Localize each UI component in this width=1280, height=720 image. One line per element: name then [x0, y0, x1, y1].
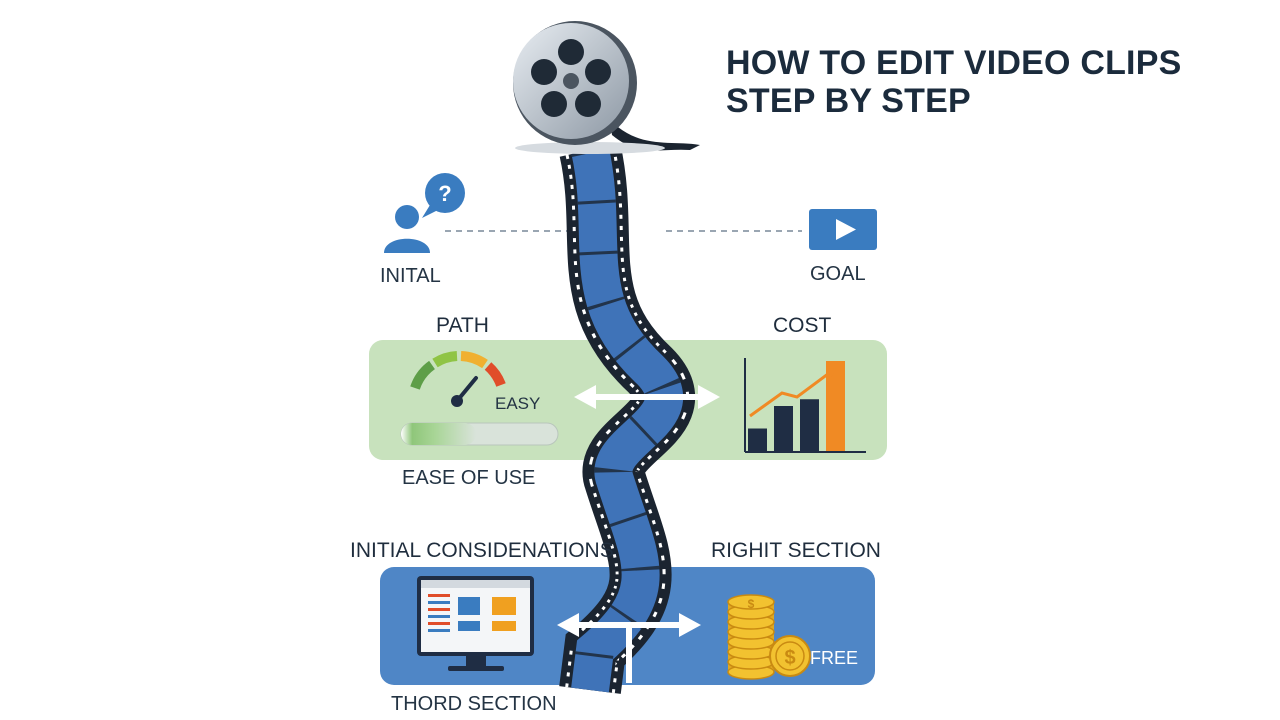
cost-bar-1 [748, 428, 767, 451]
svg-text:?: ? [438, 181, 451, 206]
easy-label: EASY [495, 394, 541, 413]
ease-of-use-label: EASE OF USE [402, 467, 536, 489]
initial-considerations-label: INITIAL CONSIDENATIONS [350, 539, 614, 562]
film-reel-icon [513, 21, 700, 154]
gauge-icon [410, 351, 506, 407]
goal-label: GOAL [810, 263, 866, 285]
title-line-2: STEP BY STEP [726, 82, 971, 120]
cost-bar-2 [774, 406, 793, 451]
cost-label: COST [773, 314, 832, 337]
coins-icon: $ $ [727, 594, 811, 680]
page-title: HOW TO EDIT VIDEO CLIPS STEP BY STEP [726, 44, 1246, 120]
path-label: PATH [436, 314, 489, 337]
initial-label: INITAL [380, 265, 441, 287]
person-question-icon: ? [384, 173, 465, 253]
cost-bar-3 [800, 399, 819, 451]
film-strip [559, 143, 695, 694]
ease-of-use-bar [400, 422, 559, 446]
monitor-icon [417, 576, 534, 671]
svg-text:$: $ [784, 647, 795, 669]
free-label: FREE [810, 648, 859, 668]
cost-bar-4 [826, 361, 845, 451]
path-cost-arrow [574, 385, 720, 409]
play-icon [809, 209, 877, 250]
title-line-1: HOW TO EDIT VIDEO CLIPS [726, 44, 1182, 82]
sections-arrow [557, 613, 701, 683]
right-section-label: RIGHIT SECTION [711, 539, 881, 562]
third-section-label: THORD SECTION [391, 693, 557, 715]
svg-text:$: $ [748, 597, 755, 611]
bar-chart-icon [744, 358, 866, 453]
